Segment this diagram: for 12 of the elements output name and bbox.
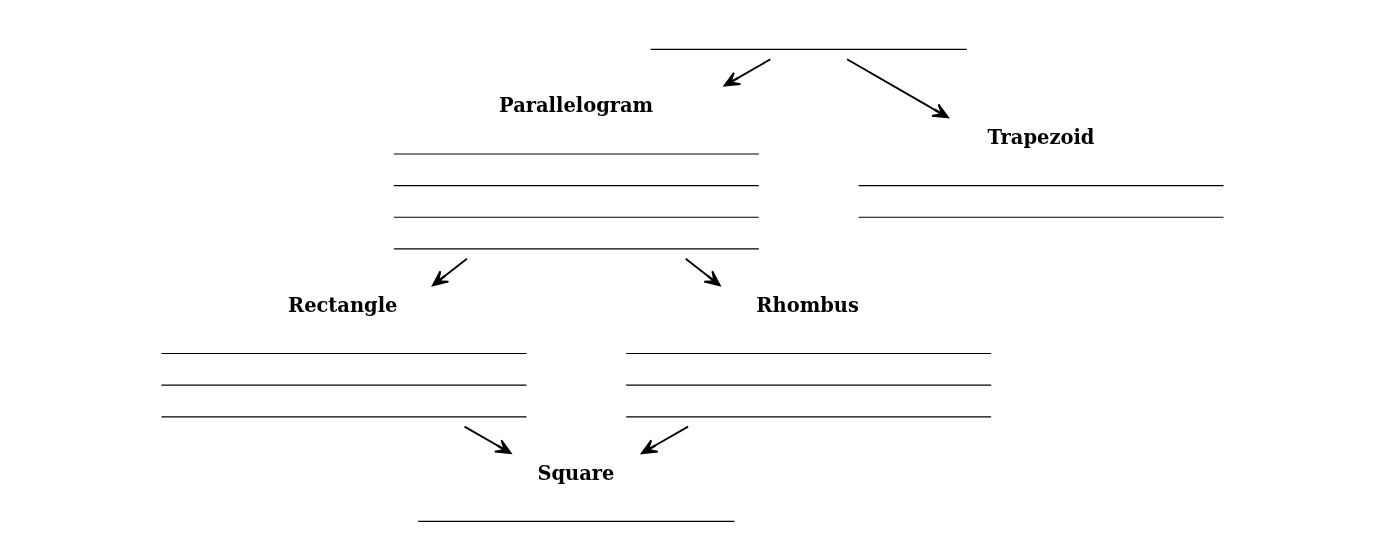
arrow	[463, 425, 512, 455]
node-text: Rectangle	[287, 293, 397, 317]
node-text: Square	[536, 461, 614, 485]
arrow	[431, 257, 468, 287]
node-text: Parallelogram	[498, 94, 653, 118]
node-line	[649, 48, 967, 50]
arrow	[684, 257, 721, 287]
arrow	[640, 425, 689, 455]
node-text: Trapezoid	[987, 126, 1094, 150]
node-text: Rhombus	[755, 293, 859, 317]
arrow	[723, 58, 771, 87]
arrow	[845, 58, 949, 119]
